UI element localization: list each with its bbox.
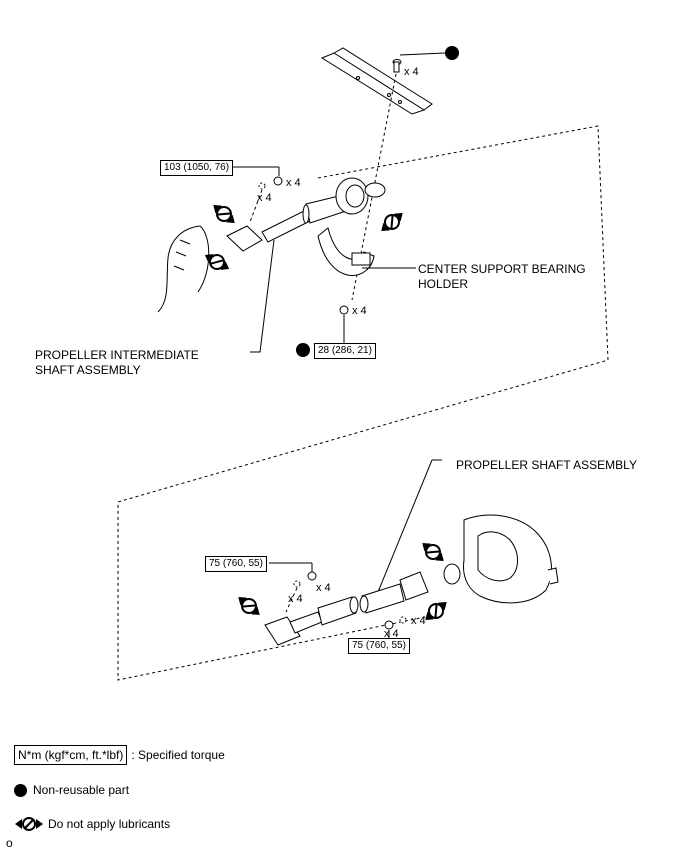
footer-mark: o bbox=[6, 836, 13, 850]
qty-rear-nut: x 4 bbox=[384, 628, 399, 640]
legend-torque: N*m (kgf*cm, ft.*lbf) : Specified torque bbox=[14, 745, 225, 765]
legend-nolube: Do not apply lubricants bbox=[14, 816, 170, 832]
qty-lower-washer: x 4 bbox=[288, 593, 303, 605]
propeller-shaft bbox=[264, 571, 429, 646]
legend-torque-text: : Specified torque bbox=[131, 748, 225, 762]
qty-lower-nut: x 4 bbox=[316, 582, 331, 594]
qty-bearing-nut: x 4 bbox=[352, 305, 367, 317]
no-lube-icon bbox=[15, 817, 43, 831]
dashed-outline bbox=[117, 125, 609, 681]
label-center-support: CENTER SUPPORT BEARING HOLDER bbox=[418, 262, 586, 291]
legend-nonreusable-text: Non-reusable part bbox=[33, 783, 130, 797]
transmission-outline bbox=[157, 225, 210, 313]
legend-nolube-text: Do not apply lubricants bbox=[48, 817, 171, 831]
label-intermediate-shaft: PROPELLER INTERMEDIATE SHAFT ASSEMBLY bbox=[35, 348, 199, 377]
frame-rail bbox=[320, 47, 433, 115]
qty-upper-nut: x 4 bbox=[286, 177, 301, 189]
qty-top-bolt: x 4 bbox=[404, 66, 419, 78]
legend-torque-box: N*m (kgf*cm, ft.*lbf) bbox=[14, 745, 128, 765]
center-bearing bbox=[335, 177, 386, 215]
nonreusable-marker-top bbox=[445, 46, 459, 60]
legend-nonreusable: Non-reusable part bbox=[14, 782, 129, 798]
top-bolt bbox=[392, 59, 402, 73]
differential-outline bbox=[443, 514, 559, 604]
torque-box-front-flange: 75 (760, 55) bbox=[205, 556, 267, 572]
torque-box-intermediate: 103 (1050, 76) bbox=[160, 160, 234, 176]
torque-box-rear-flange: 75 (760, 55) bbox=[348, 638, 410, 654]
torque-box-bearing: 28 (286, 21) bbox=[314, 343, 376, 359]
label-propeller-shaft: PROPELLER SHAFT ASSEMBLY bbox=[456, 458, 637, 472]
nonreusable-marker-nut bbox=[296, 343, 310, 357]
upper-nuts bbox=[258, 176, 349, 315]
qty-upper-washer: x 4 bbox=[257, 192, 272, 204]
qty-rear-washer: x 4 bbox=[411, 615, 426, 627]
nonreusable-dot-icon bbox=[14, 783, 27, 797]
